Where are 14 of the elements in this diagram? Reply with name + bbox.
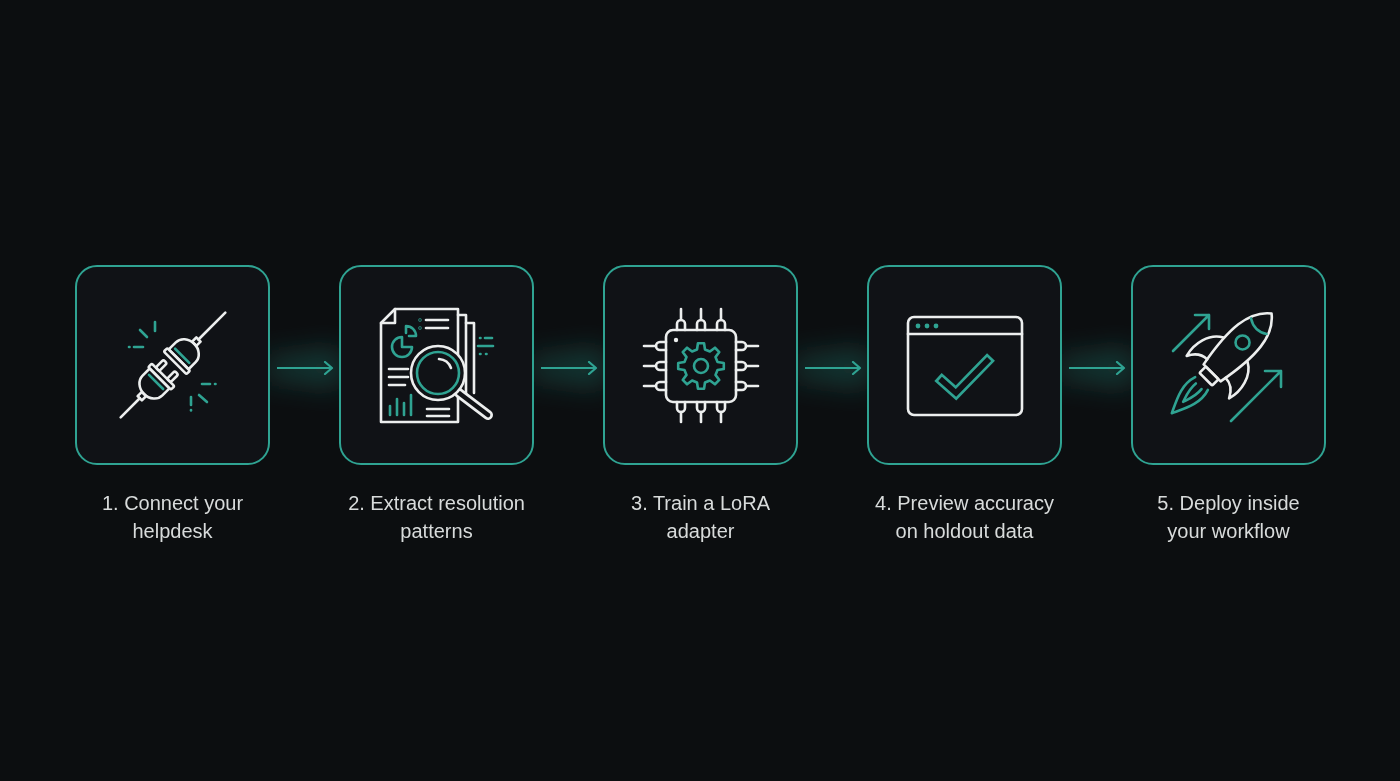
step-card bbox=[867, 265, 1062, 465]
step-card bbox=[339, 265, 534, 465]
step-caption: 3. Train a LoRA adapter bbox=[630, 491, 771, 544]
arrow bbox=[277, 360, 334, 376]
step-card bbox=[1131, 265, 1326, 465]
step-card bbox=[603, 265, 798, 465]
step-caption: 2. Extract resolution patterns bbox=[347, 491, 526, 544]
arrow bbox=[541, 360, 598, 376]
arrow bbox=[1069, 360, 1126, 376]
step-caption: 5. Deploy inside your workflow bbox=[1156, 491, 1301, 544]
arrow bbox=[805, 360, 862, 376]
step-card bbox=[75, 265, 270, 465]
step-caption: 4. Preview accuracy on holdout data bbox=[874, 491, 1055, 544]
step-caption: 1. Connect your helpdesk bbox=[100, 491, 245, 544]
